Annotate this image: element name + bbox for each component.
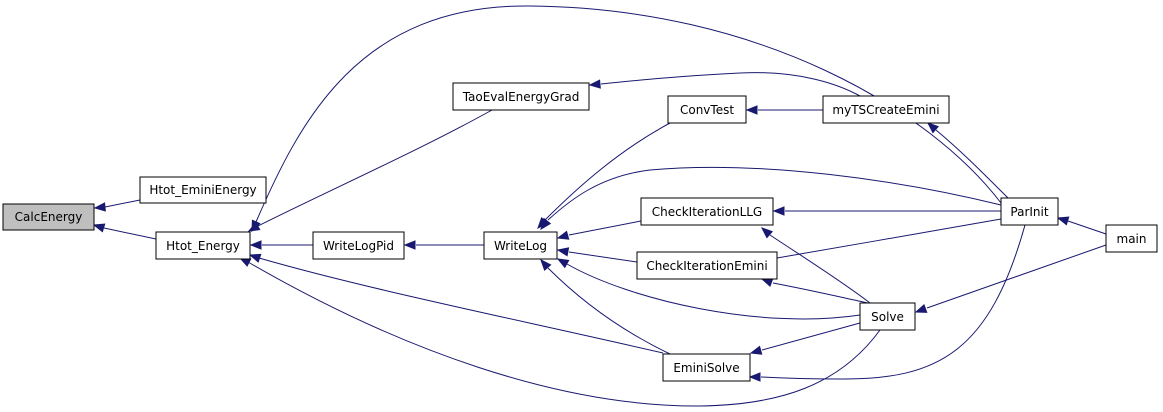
edge-arrowhead <box>926 122 940 134</box>
node-emini-solve-label: EminiSolve <box>673 361 739 375</box>
edge-arrowhead <box>588 79 601 89</box>
node-par-init-label: ParInit <box>1010 205 1048 219</box>
edge-check-iteration-llg-to-write-log <box>556 220 642 240</box>
edge-arrowhead <box>772 206 785 216</box>
edge-line <box>568 251 638 263</box>
edge-arrowhead <box>745 105 758 115</box>
edge-main-to-par-init <box>1056 216 1107 235</box>
node-write-log-pid-label: WriteLogPid <box>323 239 394 253</box>
edge-arrowhead <box>748 372 761 382</box>
edge-write-log-to-write-log-pid <box>403 240 484 250</box>
edge-line <box>600 72 861 97</box>
node-my-ts-create-emini-label: myTSCreateEmini <box>832 103 939 117</box>
edge-arrowhead <box>749 345 763 355</box>
edge-line <box>1067 220 1107 235</box>
edge-my-ts-create-emini-to-conv-test <box>745 105 823 115</box>
edge-line <box>776 218 1002 259</box>
edge-arrowhead <box>93 202 106 212</box>
edge-arrowhead <box>249 240 262 250</box>
edge-line <box>544 122 671 221</box>
node-htot-emini-energy[interactable]: Htot_EminiEnergy <box>139 176 267 204</box>
edge-emini-solve-to-htot-energy <box>248 253 664 354</box>
node-main-label: main <box>1117 232 1147 246</box>
edge-arrowhead <box>248 253 262 263</box>
call-graph-edges <box>92 5 1107 407</box>
node-htot-emini-energy-label: Htot_EminiEnergy <box>149 183 256 197</box>
edge-arrowhead <box>540 258 552 272</box>
edge-write-log-pid-to-htot-energy <box>249 240 313 250</box>
node-check-iteration-llg[interactable]: CheckIterationLLG <box>640 197 774 226</box>
edge-line <box>258 257 664 354</box>
edge-htot-emini-energy-to-calc-energy <box>93 199 141 212</box>
edge-line <box>926 244 1107 309</box>
node-htot-energy-label: Htot_Energy <box>166 239 240 253</box>
edge-emini-solve-to-write-log <box>540 258 671 355</box>
node-calc-energy-label: CalcEnergy <box>15 210 83 224</box>
edge-par-init-to-emini-solve <box>748 224 1026 382</box>
node-check-iteration-llg-label: CheckIterationLLG <box>652 205 762 219</box>
node-write-log[interactable]: WriteLog <box>483 231 558 260</box>
node-check-iteration-emini[interactable]: CheckIterationEmini <box>636 251 778 280</box>
edge-my-ts-create-emini-to-tao-eval-energy-grad <box>588 72 861 97</box>
node-write-log-pid[interactable]: WriteLogPid <box>312 231 405 260</box>
edge-solve-to-check-iteration-emini <box>760 278 869 304</box>
edge-arrowhead <box>760 278 774 288</box>
edge-arrowhead <box>760 227 774 239</box>
edge-line <box>769 234 871 304</box>
edge-par-init-to-my-ts-create-emini <box>926 122 1009 199</box>
edge-par-init-to-write-log <box>540 166 1002 231</box>
node-solve-label: Solve <box>871 310 904 324</box>
call-graph-nodes: CalcEnergy Htot_EminiEnergy Htot_Energy … <box>2 82 1158 382</box>
edge-line <box>547 267 671 355</box>
edge-arrowhead <box>540 217 552 231</box>
edge-solve-to-check-iteration-llg <box>760 227 871 304</box>
edge-line <box>935 129 1009 199</box>
node-solve[interactable]: Solve <box>859 302 916 331</box>
edge-line <box>104 199 141 208</box>
edge-htot-energy-to-calc-energy <box>92 223 157 240</box>
edge-line <box>547 166 1002 221</box>
edge-solve-to-emini-solve <box>749 322 861 355</box>
node-par-init[interactable]: ParInit <box>1000 197 1059 226</box>
edge-arrowhead <box>556 258 570 269</box>
edge-par-init-to-check-iteration-llg <box>772 206 1001 216</box>
node-write-log-label: WriteLog <box>494 239 547 253</box>
edge-check-iteration-emini-to-write-log <box>556 247 638 263</box>
edge-arrowhead <box>251 219 261 233</box>
edge-line <box>760 224 1026 380</box>
edge-arrowhead <box>556 230 570 240</box>
edge-arrowhead <box>556 247 570 257</box>
edge-arrowhead <box>92 223 106 233</box>
node-calc-energy[interactable]: CalcEnergy <box>2 203 95 231</box>
edge-solve-to-write-log <box>556 258 861 320</box>
edge-line <box>761 322 861 351</box>
node-my-ts-create-emini[interactable]: myTSCreateEmini <box>822 95 950 124</box>
edge-main-to-solve <box>914 244 1107 313</box>
edge-tao-eval-energy-grad-to-htot-energy <box>247 109 493 232</box>
edge-arrowhead <box>403 240 416 250</box>
edge-line <box>568 220 642 236</box>
edge-arrowhead <box>914 303 928 313</box>
edge-line <box>247 261 881 407</box>
node-conv-test[interactable]: ConvTest <box>667 95 747 124</box>
node-htot-energy[interactable]: Htot_Energy <box>155 231 251 260</box>
node-tao-eval-energy-grad-label: TaoEvalEnergyGrad <box>462 90 580 104</box>
edge-line <box>103 227 157 240</box>
edge-line <box>257 109 493 227</box>
node-main[interactable]: main <box>1105 224 1158 253</box>
edge-line <box>566 263 861 320</box>
node-emini-solve[interactable]: EminiSolve <box>662 353 751 382</box>
edge-line <box>772 282 869 304</box>
node-conv-test-label: ConvTest <box>680 103 734 117</box>
node-tao-eval-energy-grad[interactable]: TaoEvalEnergyGrad <box>452 82 590 111</box>
edge-arrowhead <box>1056 216 1070 226</box>
node-check-iteration-emini-label: CheckIterationEmini <box>646 259 767 273</box>
